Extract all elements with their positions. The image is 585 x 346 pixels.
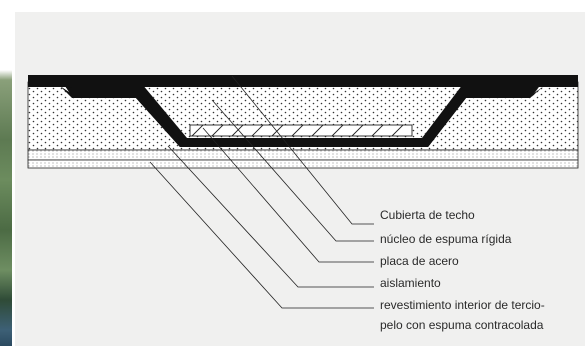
label-inner-lining-1: revestimiento interior de tercio- bbox=[380, 298, 545, 312]
insulation-layer-dots bbox=[28, 150, 578, 160]
leader-roof-cover bbox=[231, 75, 374, 225]
leader-insulation bbox=[167, 145, 374, 288]
foam-raised-top-dots bbox=[142, 84, 463, 138]
label-foam-core: núcleo de espuma rígida bbox=[380, 232, 512, 246]
diagram-panel bbox=[15, 12, 585, 346]
background-photo-strip bbox=[0, 0, 12, 346]
roof-trough-band bbox=[60, 86, 544, 147]
foam-core-dots bbox=[28, 82, 578, 150]
leader-steel-plate bbox=[202, 127, 374, 263]
label-inner-lining-2: pelo con espuma contracolada bbox=[380, 318, 544, 332]
leader-foam-core bbox=[211, 99, 374, 242]
roof-cover-inner bbox=[62, 82, 542, 147]
leader-lines bbox=[149, 75, 374, 309]
label-steel-plate: placa de acero bbox=[380, 254, 459, 268]
leader-inner-lining bbox=[149, 161, 374, 309]
label-roof-cover: Cubierta de techo bbox=[380, 208, 475, 222]
label-insulation: aislamiento bbox=[380, 276, 441, 290]
